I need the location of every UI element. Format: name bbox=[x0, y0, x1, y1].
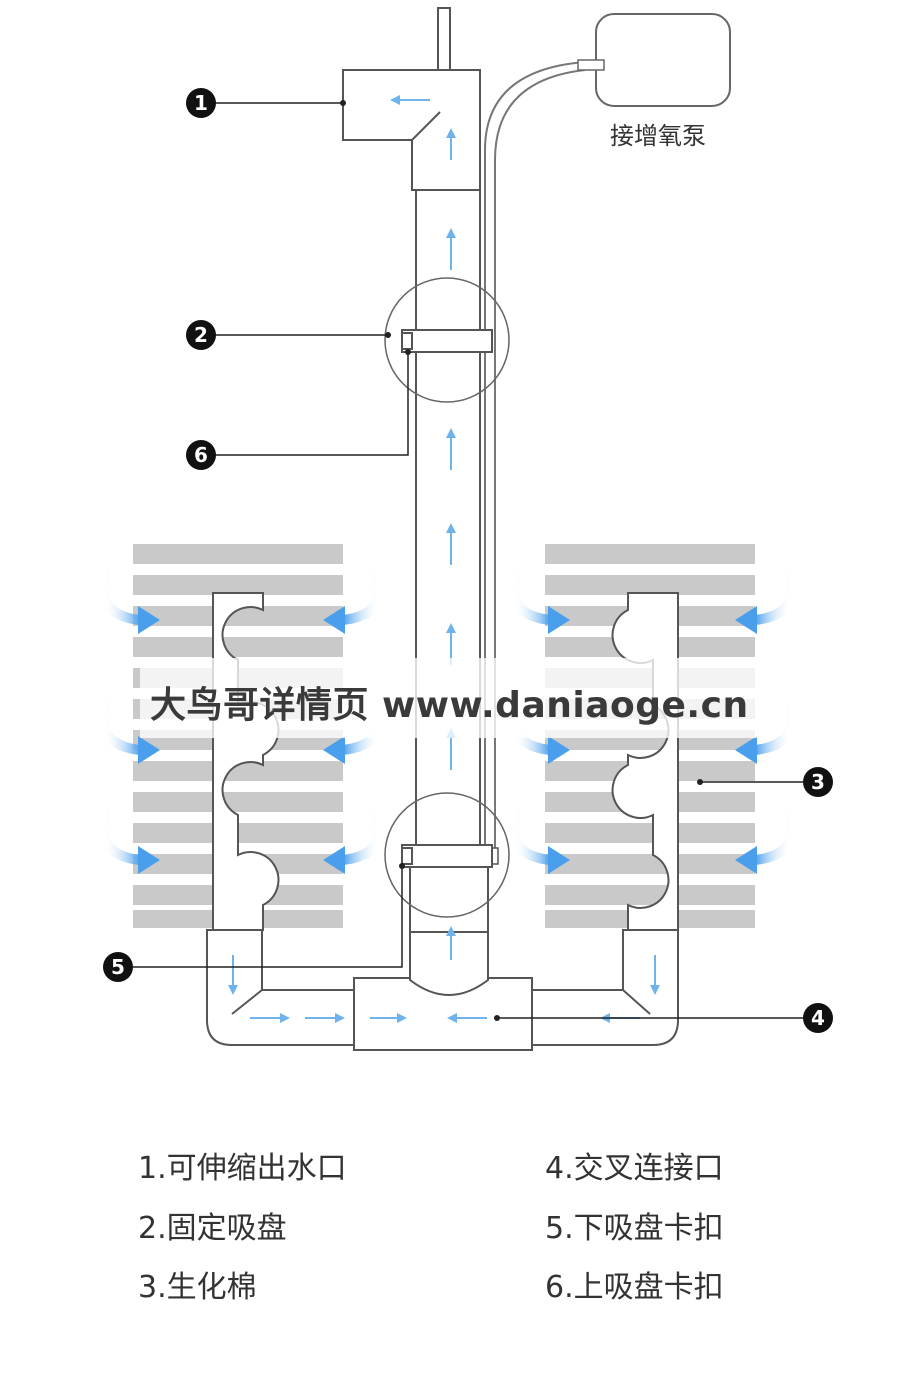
upper-clip bbox=[401, 329, 493, 353]
legend-item-1: 1.可伸缩出水口 bbox=[138, 1151, 347, 1186]
callout-5: 5 bbox=[103, 952, 133, 982]
lower-coupling bbox=[409, 859, 489, 933]
suction-cup-lower bbox=[384, 792, 510, 918]
svg-text:1: 1 bbox=[194, 91, 208, 115]
callout-3: 3 bbox=[803, 767, 833, 797]
air-tube bbox=[484, 61, 586, 850]
bottom-pipes bbox=[206, 929, 679, 1051]
air-pump-label: 接增氧泵 bbox=[610, 122, 706, 150]
main-tube bbox=[415, 189, 481, 851]
svg-text:2: 2 bbox=[194, 323, 208, 347]
legend-item-4: 4.交叉连接口 bbox=[545, 1151, 724, 1186]
callout-6: 6 bbox=[186, 440, 216, 470]
lower-clip bbox=[401, 844, 493, 868]
callout-2: 2 bbox=[186, 320, 216, 350]
outlet-elbow bbox=[342, 69, 481, 191]
svg-text:3: 3 bbox=[811, 770, 825, 794]
legend-item-3: 3.生化棉 bbox=[138, 1270, 257, 1305]
callout-1: 1 bbox=[186, 88, 216, 118]
svg-text:4: 4 bbox=[811, 1006, 825, 1030]
legend-item-2: 2.固定吸盘 bbox=[138, 1211, 287, 1246]
legend-item-5: 5.下吸盘卡扣 bbox=[545, 1211, 724, 1246]
watermark-band bbox=[140, 658, 760, 738]
leader-5 bbox=[133, 866, 403, 968]
leader-6 bbox=[215, 350, 409, 456]
air-pump bbox=[577, 13, 731, 107]
svg-text:6: 6 bbox=[194, 443, 208, 467]
legend-item-6: 6.上吸盘卡扣 bbox=[545, 1270, 724, 1305]
callout-4: 4 bbox=[803, 1003, 833, 1033]
suction-cup-upper bbox=[384, 277, 510, 403]
left-elbow bbox=[206, 929, 356, 1046]
watermark: 大鸟哥详情页 www.daniaoge.cn bbox=[150, 685, 749, 726]
svg-text:5: 5 bbox=[111, 955, 125, 979]
flow-arrow-icon bbox=[228, 95, 660, 1023]
